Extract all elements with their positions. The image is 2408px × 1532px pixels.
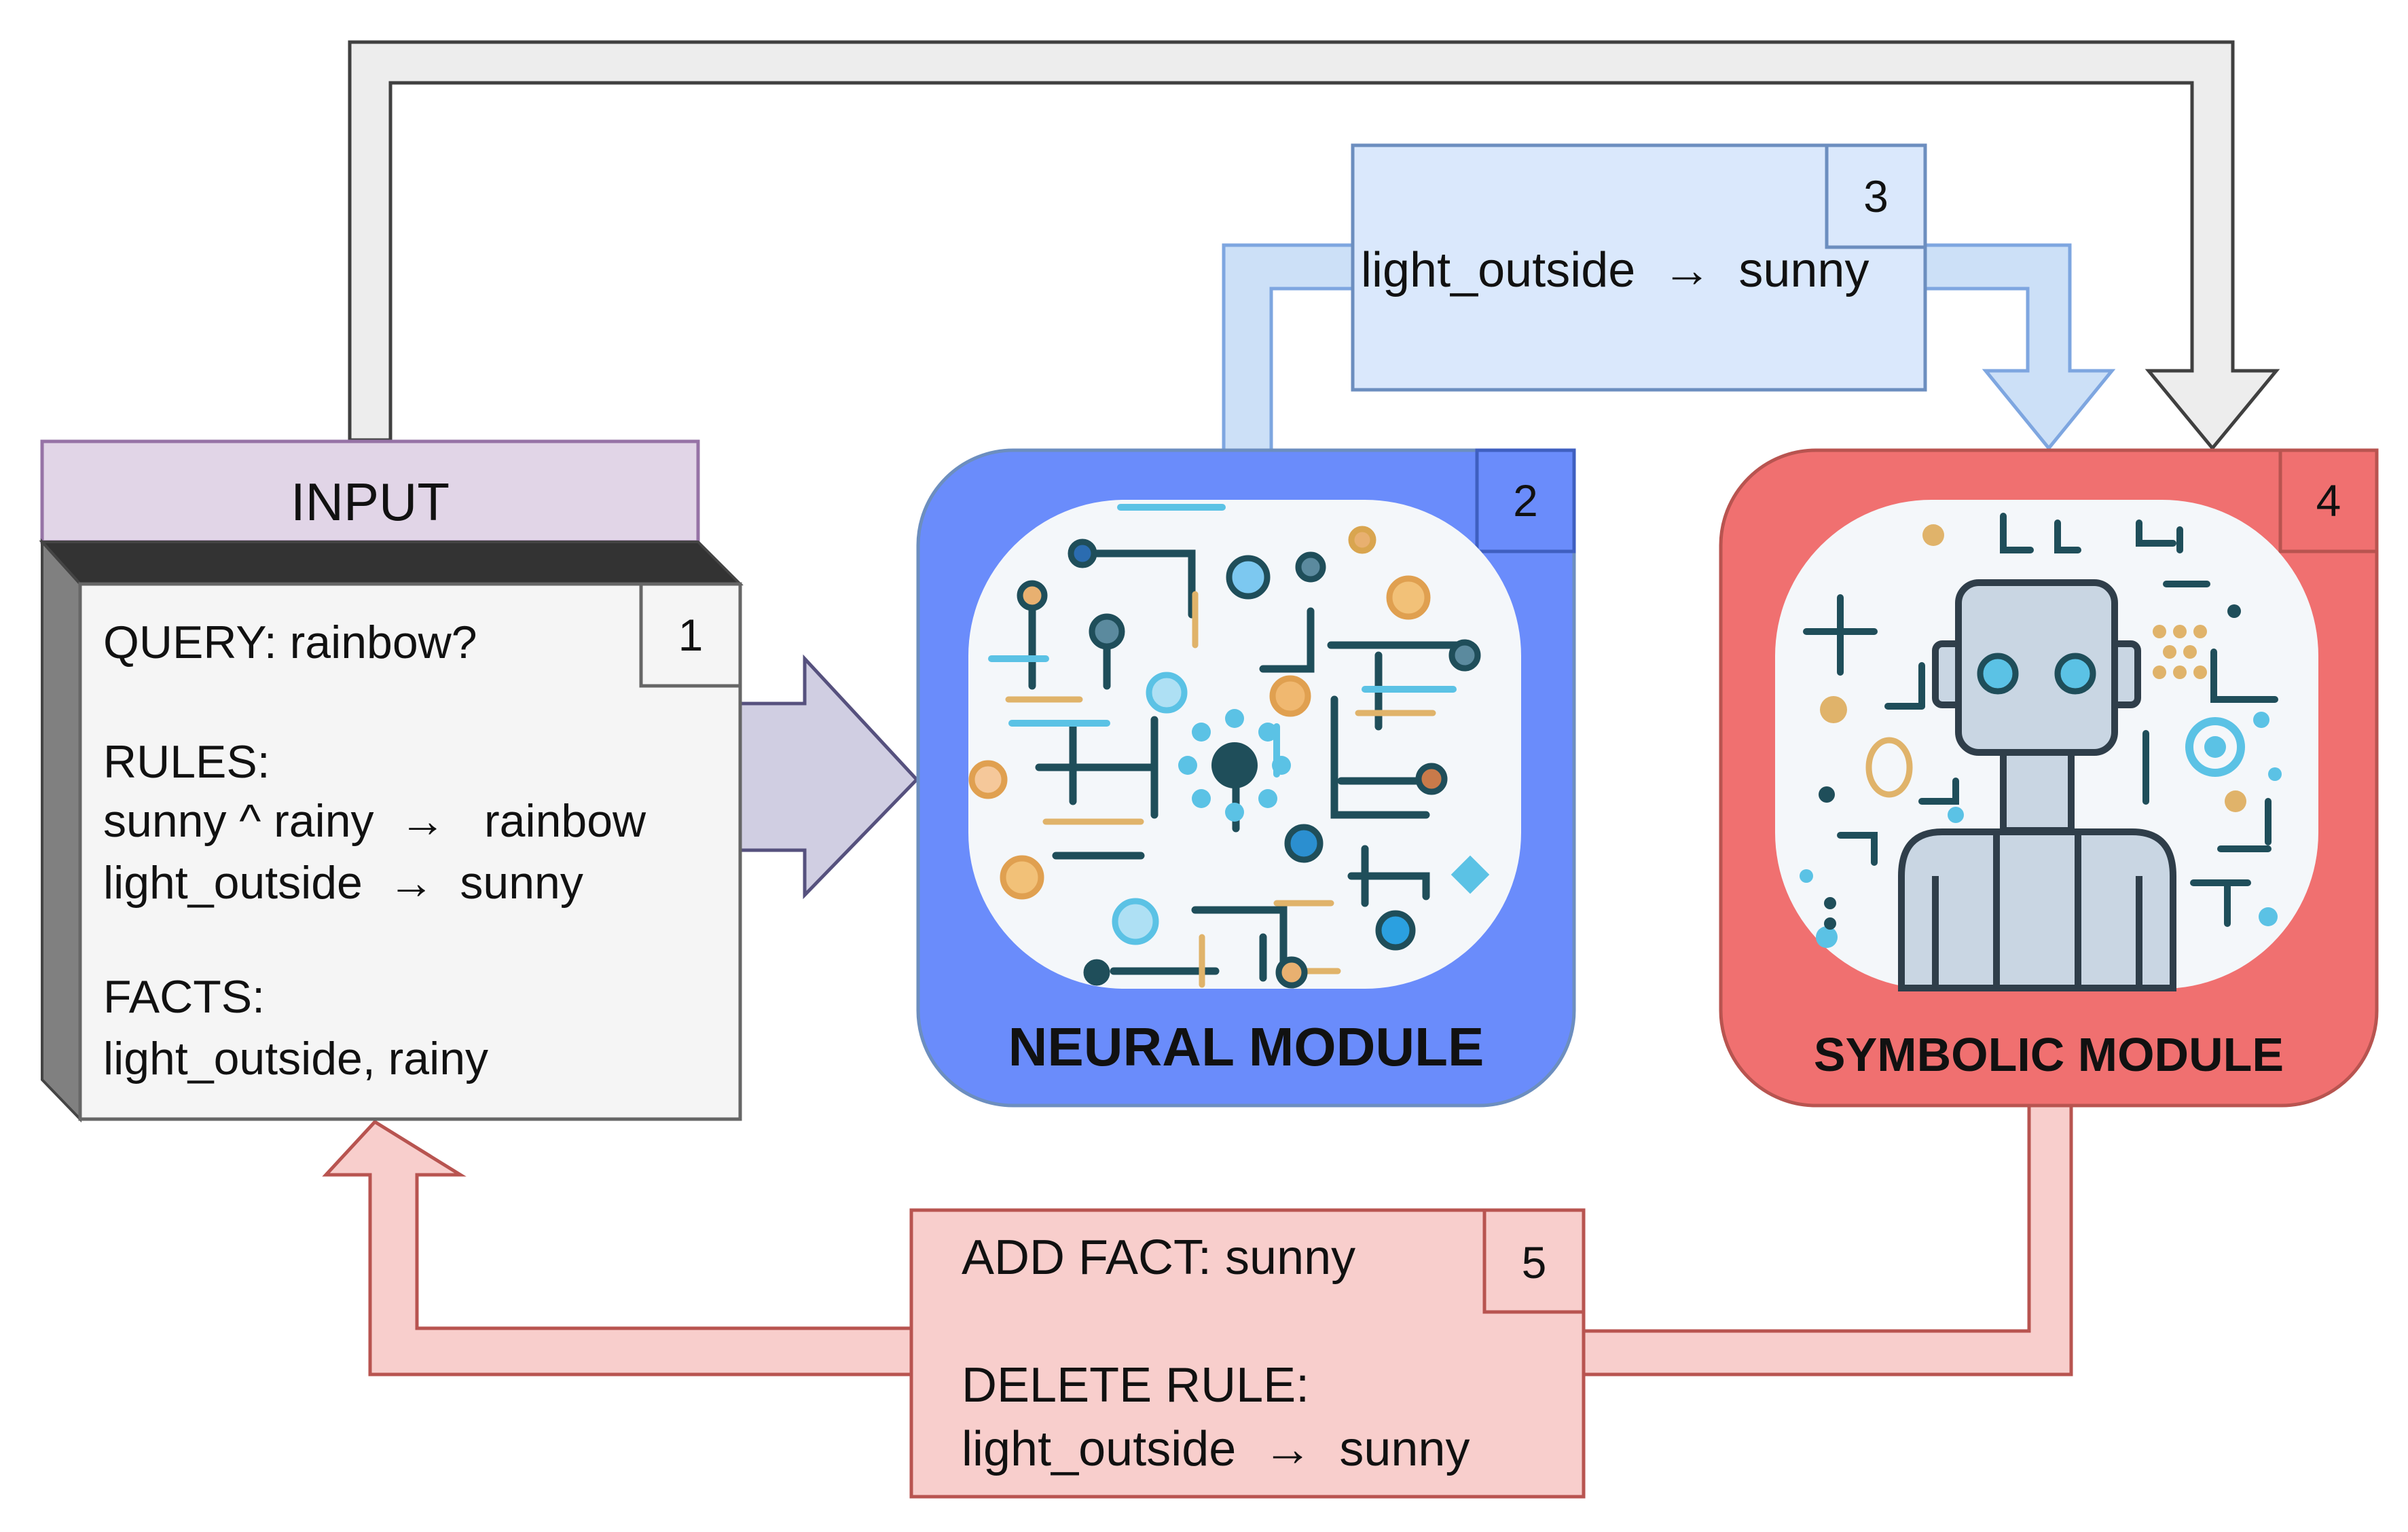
input-rules-heading: RULES: (103, 736, 270, 788)
rule-number: 3 (1863, 171, 1889, 221)
update-to-input-arrow (322, 1119, 913, 1376)
symbolic-number: 4 (2316, 475, 2341, 526)
input-rule-1: sunny ^ rainy → rainbow (103, 795, 646, 847)
neural-to-symbolic-arrow (1222, 243, 1355, 454)
rule-number-box (1825, 143, 1927, 249)
input-box-side-face (41, 538, 81, 1123)
symbolic-to-update-arrow (1582, 1104, 2073, 1376)
neural-number-box (1475, 448, 1576, 553)
input-title-bar (40, 439, 700, 544)
input-rule-2: light_outside → sunny (103, 857, 583, 909)
input-title: INPUT (291, 472, 450, 532)
robot-icon (1775, 500, 2318, 991)
update-number: 5 (1521, 1237, 1547, 1288)
update-number-box (1482, 1208, 1586, 1314)
input-to-symbolic-arrow (348, 40, 2280, 451)
neural-number: 2 (1513, 475, 1538, 526)
input-facts-heading: FACTS: (103, 971, 266, 1023)
symbolic-number-box (2278, 448, 2379, 553)
rule-text: light_outside → sunny (1361, 243, 1869, 297)
input-to-neural-arrow (738, 654, 919, 900)
input-number-box (639, 582, 742, 688)
update-delete-rule: light_outside → sunny (962, 1422, 1470, 1476)
input-facts: light_outside, rainy (103, 1033, 489, 1084)
input-box (78, 582, 742, 1121)
neural-module-label: NEURAL MODULE (1008, 1017, 1484, 1077)
input-query: QUERY: rainbow? (103, 617, 477, 668)
input-box-top-face (39, 541, 744, 585)
update-add-fact: ADD FACT: sunny (962, 1230, 1356, 1285)
symbolic-module-label: SYMBOLIC MODULE (1813, 1028, 2284, 1081)
update-box (909, 1208, 1586, 1499)
update-delete-heading: DELETE RULE: (962, 1358, 1310, 1412)
circuit-board-icon (968, 500, 1521, 989)
rule-to-symbolic-arrowhead (1923, 243, 2116, 451)
input-number: 1 (678, 610, 704, 660)
